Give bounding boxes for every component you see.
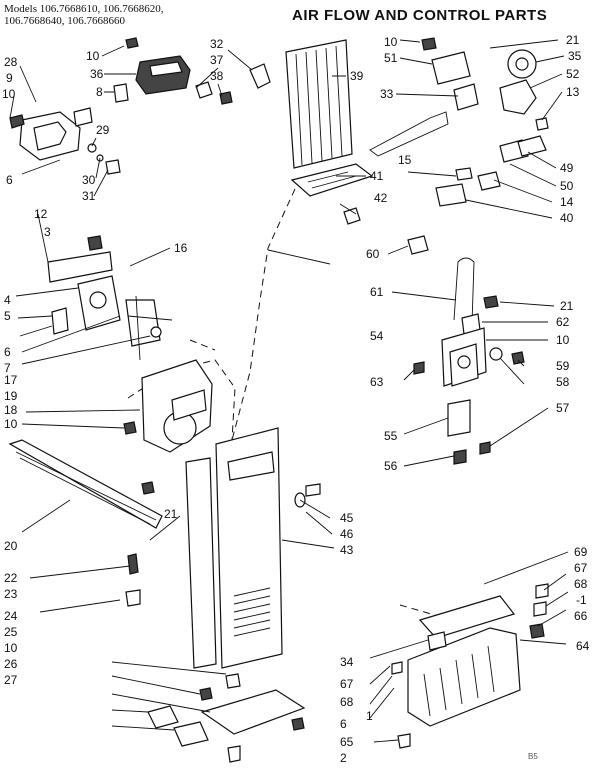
part-number-label: 52 (566, 67, 580, 81)
part-number-label: 63 (370, 375, 384, 389)
part-number-label: 69 (574, 545, 588, 559)
part-number-label: 6 (340, 717, 347, 731)
part-number-label: 61 (370, 285, 384, 299)
part-number-label: 15 (398, 153, 412, 167)
small-clips (125, 553, 141, 607)
part-number-label: 14 (560, 195, 574, 209)
part-number-label: 45 (340, 511, 354, 525)
part-number-label: 28 (4, 55, 18, 69)
part-number-label: 22 (4, 571, 18, 585)
part-number-label: 10 (86, 49, 100, 63)
part-number-label: 17 (4, 373, 18, 387)
drain-trough (147, 673, 306, 763)
part-number-label: 26 (4, 657, 18, 671)
part-number-label: 59 (556, 359, 570, 373)
page-title: AIR FLOW AND CONTROL PARTS (292, 7, 548, 24)
part-number-label: 67 (340, 677, 354, 691)
part-number-label: 6 (6, 173, 13, 187)
part-number-label: 10 (4, 641, 18, 655)
part-number-label: 32 (210, 37, 224, 51)
part-number-label: 3 (44, 225, 51, 239)
fan-shroud (123, 359, 213, 453)
part-number-label: 2 (340, 751, 347, 765)
assembly-guide-lines (127, 177, 453, 621)
part-number-label: 51 (384, 51, 398, 65)
part-number-label: 5 (4, 309, 11, 323)
part-number-label: 55 (384, 429, 398, 443)
part-number-label: 40 (560, 211, 574, 225)
part-number-label: 41 (370, 169, 384, 183)
part-number-label: 16 (174, 241, 188, 255)
part-number-label: 21 (164, 507, 178, 521)
part-number-label: 6 (4, 345, 11, 359)
part-number-label: 21 (560, 299, 574, 313)
part-number-label: 21 (566, 33, 580, 47)
part-number-label: 67 (574, 561, 588, 575)
models-line-2: 106.7668640, 106.7668660 (4, 15, 125, 27)
part-labels: 28 9 10 6 12 3 4 5 6 7 17 19 18 10 20 22… (2, 33, 590, 765)
part-number-label: 7 (4, 361, 11, 375)
part-number-label: 36 (90, 67, 104, 81)
air-grille (285, 39, 374, 225)
part-number-label: 23 (4, 587, 18, 601)
part-number-label: 31 (82, 189, 96, 203)
part-number-label: 25 (4, 625, 18, 639)
part-number-label: 19 (4, 389, 18, 403)
part-number-label: 35 (568, 49, 582, 63)
part-number-label: 10 (2, 87, 16, 101)
part-number-label: 18 (4, 403, 18, 417)
damper-motor-assembly (9, 107, 121, 175)
part-number-label: -1 (576, 593, 587, 607)
part-number-label: 65 (340, 735, 354, 749)
models-line-1: Models 106.7668610, 106.7668620, (4, 3, 164, 15)
part-number-label: 4 (4, 293, 11, 307)
part-number-label: 46 (340, 527, 354, 541)
part-number-label: 42 (374, 191, 388, 205)
part-number-label: 27 (4, 673, 18, 687)
part-number-label: 29 (96, 123, 110, 137)
part-number-label: 8 (96, 85, 103, 99)
fan-motor-bracket (47, 235, 173, 361)
part-number-label: 37 (210, 53, 224, 67)
leader-lines (9, 39, 569, 743)
part-number-label: 57 (556, 401, 570, 415)
part-number-label: 30 (82, 173, 96, 187)
part-number-label: 62 (556, 315, 570, 329)
part-number-label: 60 (366, 247, 380, 261)
part-number-label: 1 (366, 709, 373, 723)
part-number-label: 50 (560, 179, 574, 193)
page-code: B5 (528, 752, 538, 761)
switch-block (113, 37, 271, 105)
part-number-label: 12 (34, 207, 48, 221)
part-number-label: 68 (340, 695, 354, 709)
part-number-label: 24 (4, 609, 18, 623)
part-number-label: 20 (4, 539, 18, 553)
part-number-label: 10 (4, 417, 18, 431)
damper-control (369, 37, 549, 255)
part-number-label: 49 (560, 161, 574, 175)
part-number-label: 34 (340, 655, 354, 669)
part-number-label: 38 (210, 69, 224, 83)
part-number-label: 10 (556, 333, 570, 347)
part-number-label: 68 (574, 577, 588, 591)
part-number-label: 56 (384, 459, 398, 473)
air-duct (185, 427, 321, 669)
part-number-label: 64 (576, 639, 590, 653)
part-number-label: 54 (370, 329, 384, 343)
trim-strip (8, 439, 163, 529)
control-bracket (413, 257, 525, 465)
part-number-label: 10 (384, 35, 398, 49)
part-number-label: 33 (380, 87, 394, 101)
part-number-label: 9 (6, 71, 13, 85)
part-number-label: 13 (566, 85, 580, 99)
part-number-label: 39 (350, 69, 364, 83)
crisper-drawer (391, 583, 549, 749)
part-number-label: 43 (340, 543, 354, 557)
part-number-label: 58 (556, 375, 570, 389)
part-number-label: 66 (574, 609, 588, 623)
